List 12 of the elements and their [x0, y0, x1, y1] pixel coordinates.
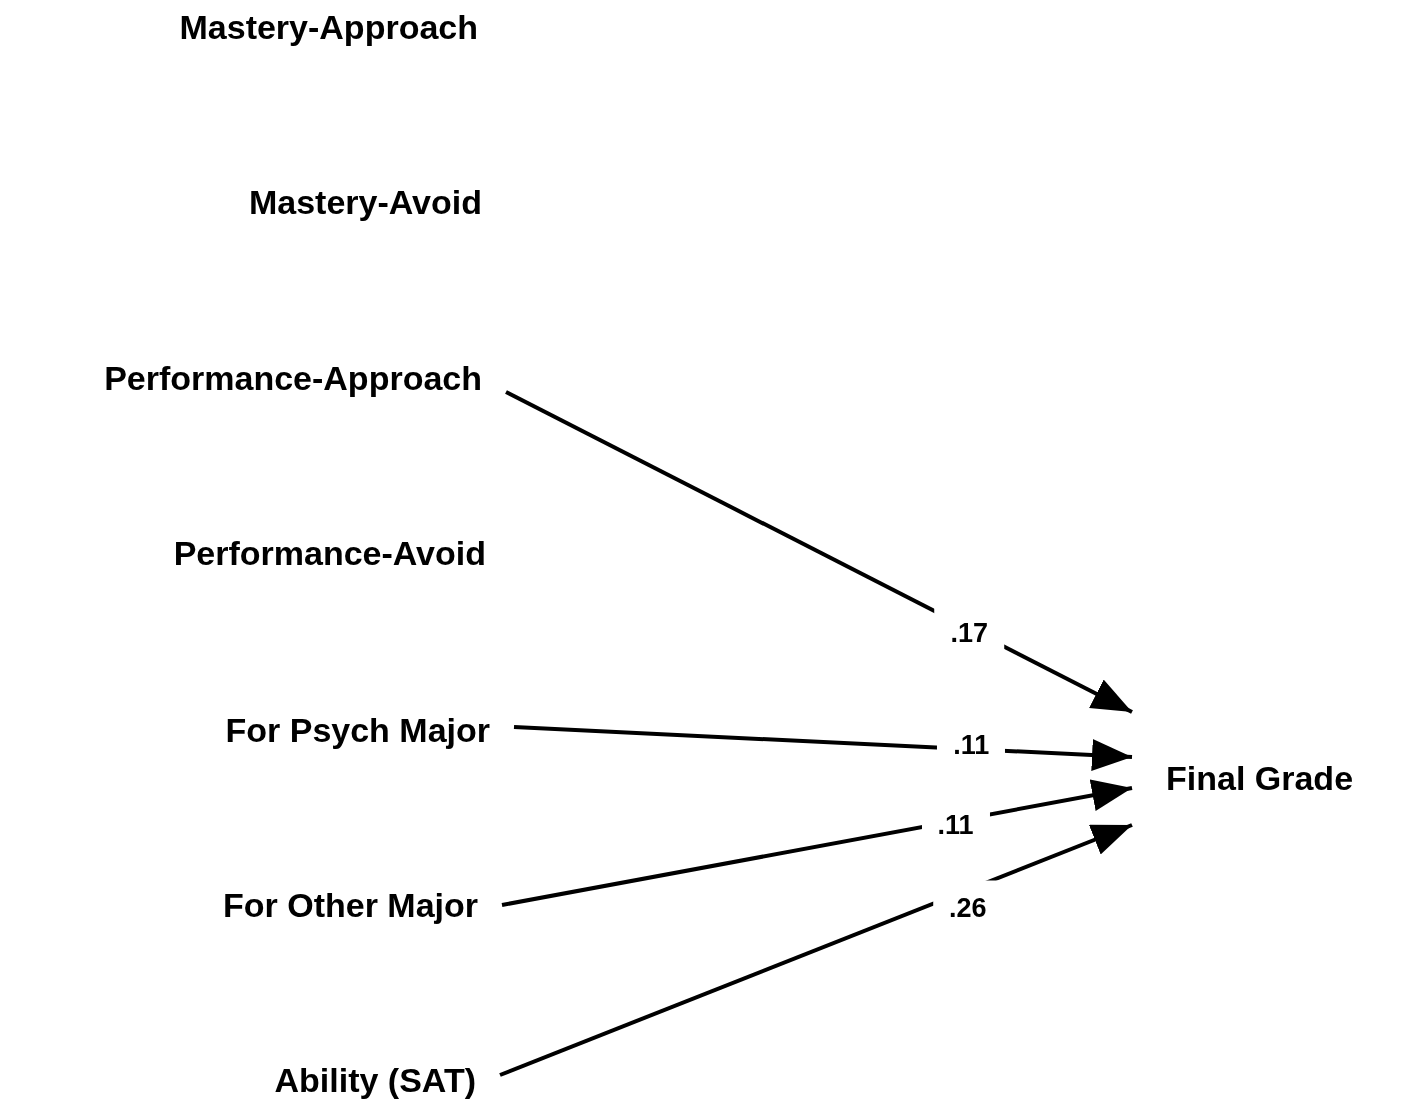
variable-label: For Psych Major	[225, 710, 490, 750]
arrow	[505, 390, 1133, 714]
arrow	[513, 725, 1133, 772]
variable-label: Mastery-Approach	[179, 7, 478, 47]
arrow	[501, 779, 1133, 907]
variable-label: Final Grade	[1166, 758, 1354, 798]
variable-label: For Other Major	[222, 885, 478, 925]
variable-label: Ability (SAT)	[274, 1060, 476, 1100]
variable-label: Mastery-Avoid	[248, 182, 482, 222]
variable-label: Performance-Avoid	[173, 533, 486, 573]
variable-label: Performance-Approach	[104, 358, 482, 398]
arrow	[499, 823, 1133, 1077]
